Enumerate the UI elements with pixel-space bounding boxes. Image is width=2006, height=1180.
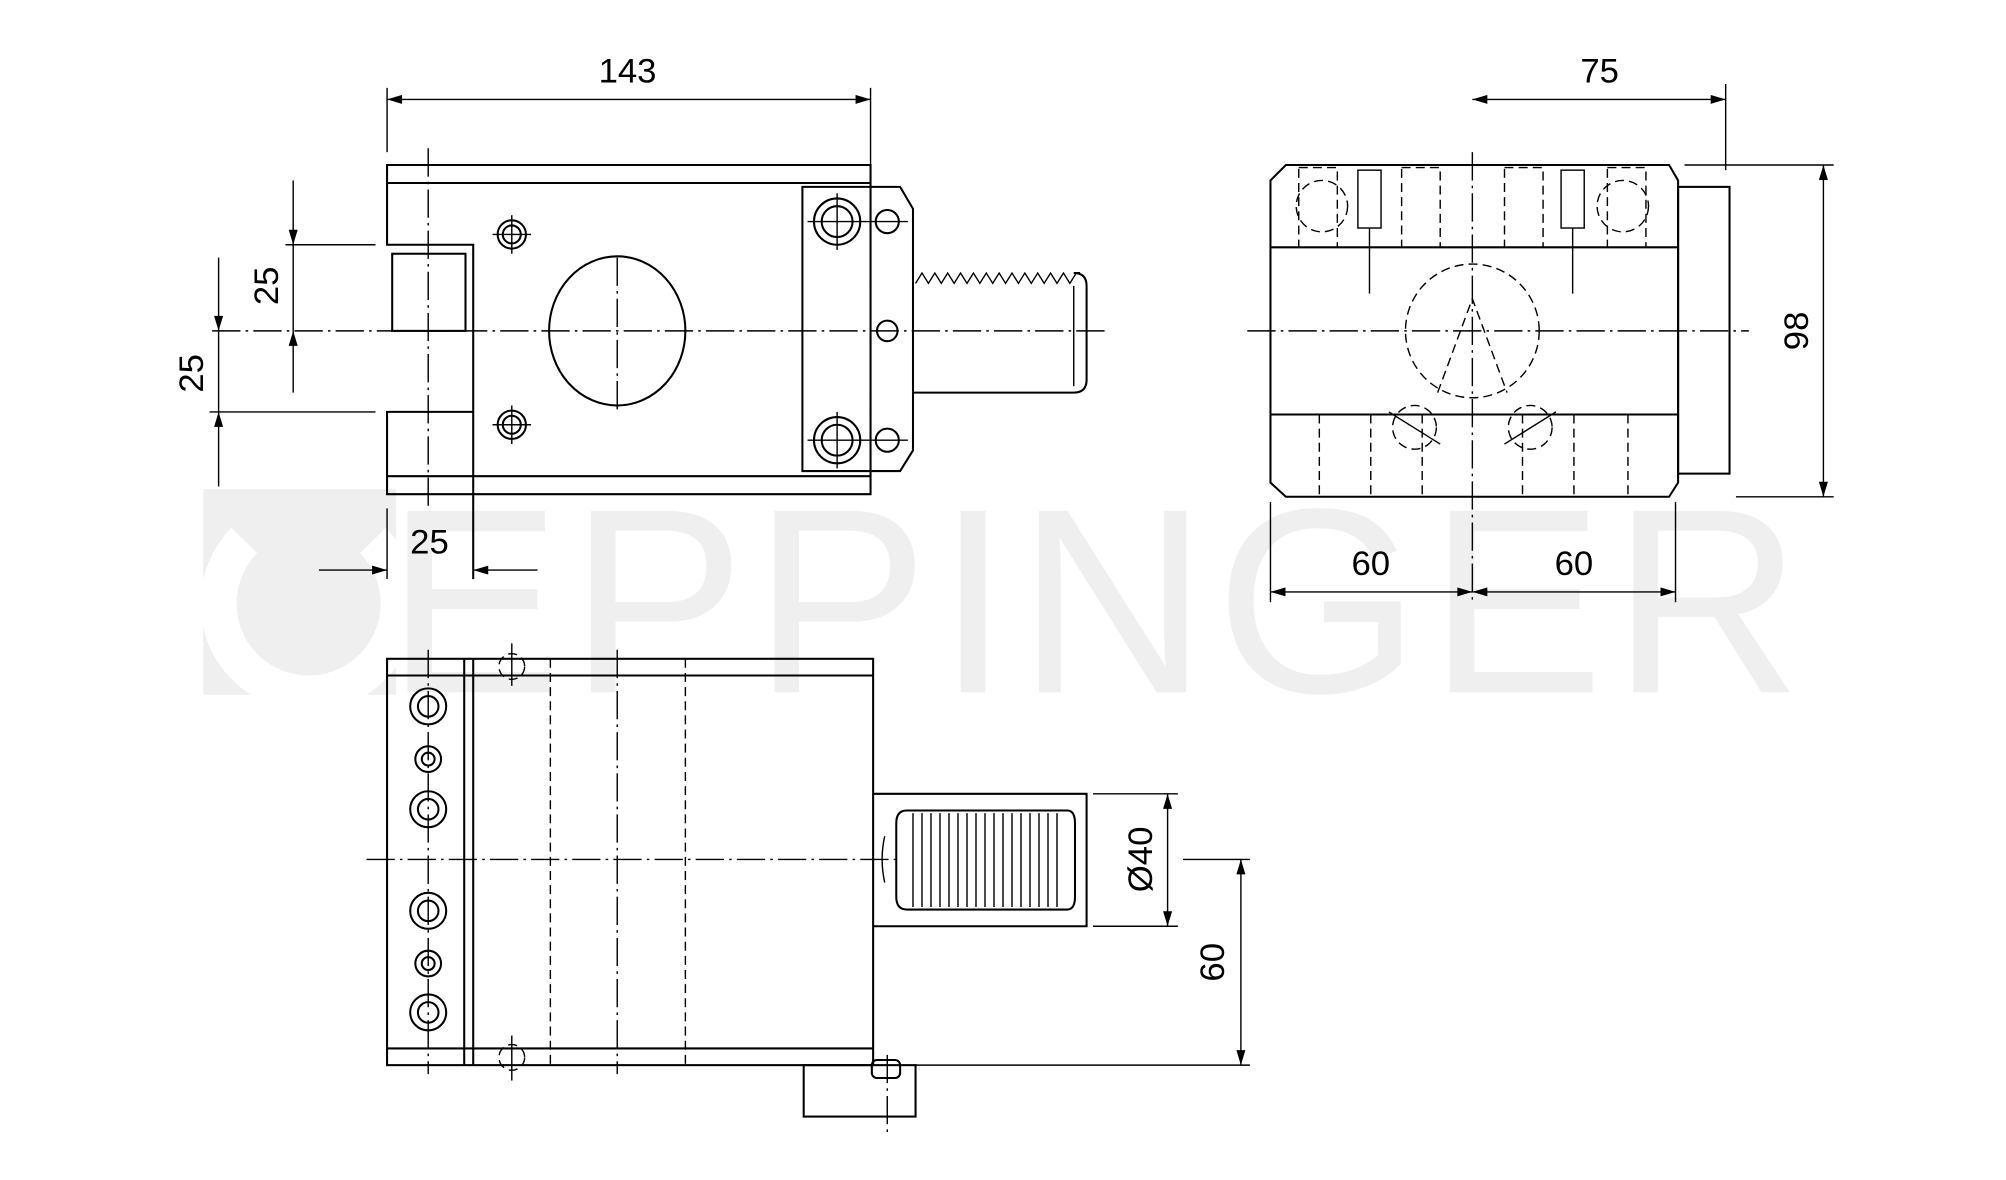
dimension-shank-diameter: Ø40 (1122, 827, 1160, 893)
dimension-length: 143 (599, 53, 657, 91)
top-view: Ø40 60 (366, 643, 1250, 1133)
dimension-left-60: 60 (1351, 545, 1390, 583)
dimension-height: 98 (1778, 312, 1816, 351)
dimension-half-width: 75 (1580, 53, 1619, 91)
dimension-center-height: 60 (1194, 943, 1232, 982)
dimension-right-60: 60 (1555, 545, 1594, 583)
screw-hole-column-icon (409, 687, 448, 1032)
side-view: 75 98 60 60 (1247, 53, 1834, 605)
shank-thread-icon (881, 813, 1058, 907)
dimension-upper-offset: 25 (248, 267, 286, 306)
dimension-lower-offset: 25 (173, 354, 211, 393)
watermark-text: EPPINGER (386, 453, 1810, 748)
clamping-screw-icon (1295, 166, 1650, 294)
dimension-slot-width: 25 (410, 523, 449, 561)
mounting-hole-icon (492, 215, 532, 445)
front-view: 143 25 25 25 (173, 53, 1109, 580)
eppinger-watermark: EPPINGER (200, 453, 1810, 748)
flange-bolt-icon (807, 193, 908, 469)
